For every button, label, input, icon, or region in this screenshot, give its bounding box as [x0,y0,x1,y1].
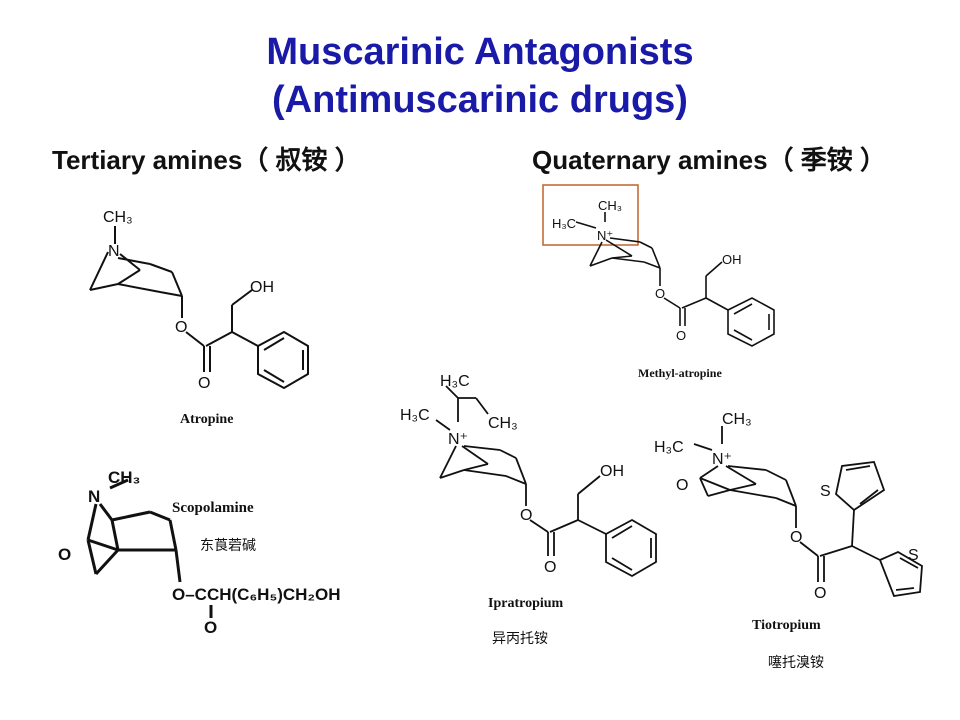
tiotropium-nplus-label: N⁺ [712,451,732,468]
ipratropium-carbonyl-o-label: O [544,559,556,576]
title-line-2: (Antimuscarinic drugs) [272,79,688,121]
methyl-atropine-carbonyl-o-label: O [676,328,686,343]
methyl-atropine-label: Methyl-atropine [638,366,722,380]
methyl-atropine-nplus-label: N⁺ [597,228,613,243]
ipratropium-oh-label: OH [600,463,624,480]
methyl-atropine-structure [542,184,775,347]
atropine-n-label: N [108,243,120,260]
scopolamine-n-label: N [88,487,100,506]
tiotropium-s2-label: S [908,547,919,564]
tiotropium-ester-o-label: O [790,529,802,546]
methyl-atropine-ch3-label: CH₃ [598,198,622,213]
scopolamine-label: Scopolamine [172,500,254,516]
scopolamine-structure [86,478,213,618]
tiotropium-epoxide-o-label: O [676,477,688,494]
tiotropium-chinese-label: 噻托溴铵 [768,655,824,671]
ipratropium-structure [435,385,657,578]
scopolamine-ch3-label: CH₃ [108,468,140,487]
quaternary-amines-heading: Quaternary amines（ 季铵 ） [532,145,886,175]
tiotropium-ch3-label: CH₃ [722,411,752,428]
tiotropium-s1-label: S [820,483,831,500]
ipratropium-h3c-top-label: H₃C [440,373,470,390]
ipratropium-label: Ipratropium [488,596,564,611]
title-line-1: Muscarinic Antagonists [266,31,694,73]
scopolamine-chinese-label: 东莨菪碱 [200,538,256,554]
methyl-atropine-oh-label: OH [722,252,742,267]
scopolamine-ester-formula: O–CCH(C₆H₅)CH₂OH [172,585,341,604]
ipratropium-chinese-label: 异丙托铵 [492,631,548,647]
scopolamine-carbonyl-o-label: O [204,618,217,637]
tiotropium-carbonyl-o-label: O [814,585,826,602]
ipratropium-ester-o-label: O [520,507,532,524]
tiotropium-label: Tiotropium [752,618,821,633]
tertiary-amines-heading: Tertiary amines（ 叔铵 ） [52,145,361,175]
ipratropium-nplus-label: N⁺ [448,431,468,448]
methyl-atropine-h3c-label: H₃C [552,216,576,231]
atropine-ch3-label: CH₃ [103,209,133,226]
atropine-carbonyl-o-label: O [198,375,210,392]
tiotropium-structure [693,426,923,597]
atropine-label: Atropine [180,412,234,427]
atropine-ester-o-label: O [175,319,187,336]
tiotropium-h3c-label: H₃C [654,439,684,456]
atropine-structure [89,226,309,390]
ipratropium-h3c-label: H₃C [400,407,430,424]
methyl-atropine-ester-o-label: O [655,286,665,301]
scopolamine-epoxide-o-label: O [58,545,71,564]
ipratropium-ch3-label: CH₃ [488,415,518,432]
atropine-oh-label: OH [250,279,274,296]
